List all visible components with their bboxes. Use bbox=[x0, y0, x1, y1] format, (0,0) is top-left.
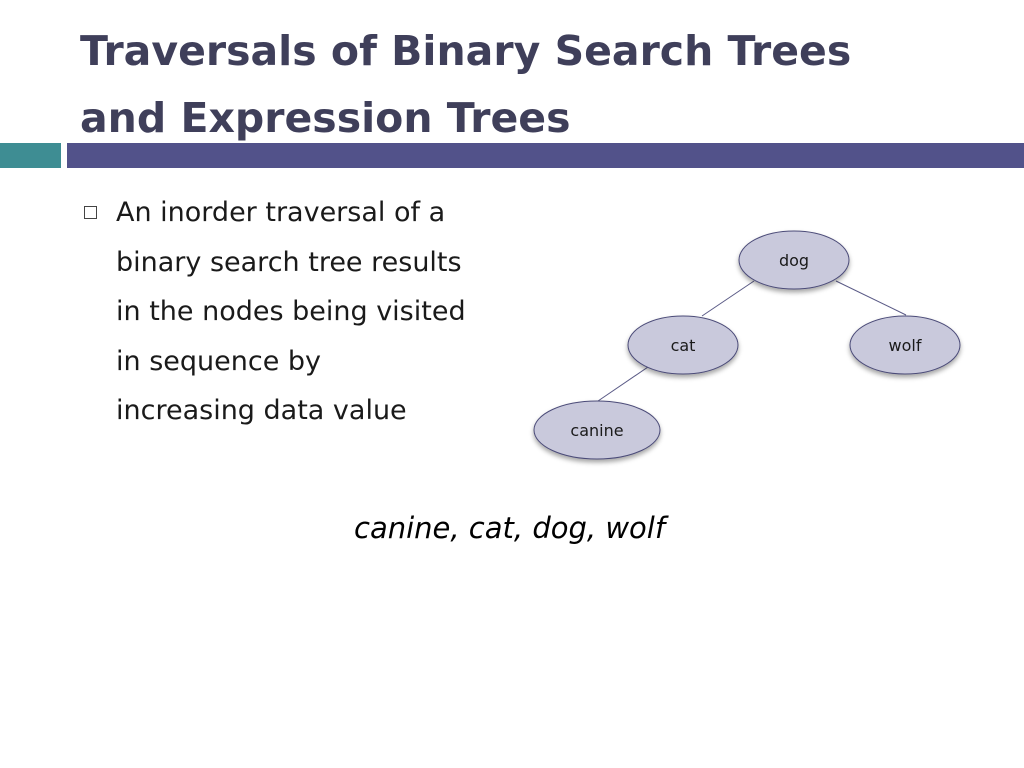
bullet-line-1: An inorder traversal of a bbox=[116, 197, 446, 228]
bullet-line-4: in sequence by bbox=[116, 345, 322, 377]
title-band-accent bbox=[0, 143, 61, 168]
tree-edges bbox=[597, 280, 907, 402]
tree-edge-dog-wolf bbox=[835, 280, 907, 316]
tree-node-cat: cat bbox=[627, 315, 739, 375]
title-line-1: Traversals of Binary Search Trees bbox=[80, 27, 852, 75]
bullet-line-2: binary search tree results bbox=[116, 246, 462, 278]
title-band bbox=[67, 143, 1024, 168]
bullet-square-icon bbox=[84, 206, 97, 219]
tree-node-label-cat: cat bbox=[671, 336, 696, 355]
tree-edge-cat-canine bbox=[597, 366, 649, 402]
tree-node-canine: canine bbox=[533, 400, 661, 460]
traversal-result: canine, cat, dog, wolf bbox=[354, 511, 666, 545]
tree-node-dog: dog bbox=[738, 230, 850, 290]
bullet-text: An inorder traversal of a binary search … bbox=[116, 188, 546, 436]
title-line-2: and Expression Trees bbox=[80, 94, 571, 142]
tree-node-label-canine: canine bbox=[570, 421, 623, 440]
tree-nodes: dog cat wolf canine bbox=[533, 230, 961, 460]
bullet-line-3: in the nodes being visited bbox=[116, 296, 466, 327]
tree-node-wolf: wolf bbox=[849, 315, 961, 375]
slide-title: Traversals of Binary Search Trees and Ex… bbox=[80, 18, 980, 152]
bullet-line-5: increasing data value bbox=[116, 395, 407, 426]
tree-edge-dog-cat bbox=[701, 280, 755, 317]
tree-node-label-dog: dog bbox=[779, 251, 809, 270]
tree-node-label-wolf: wolf bbox=[889, 336, 922, 355]
